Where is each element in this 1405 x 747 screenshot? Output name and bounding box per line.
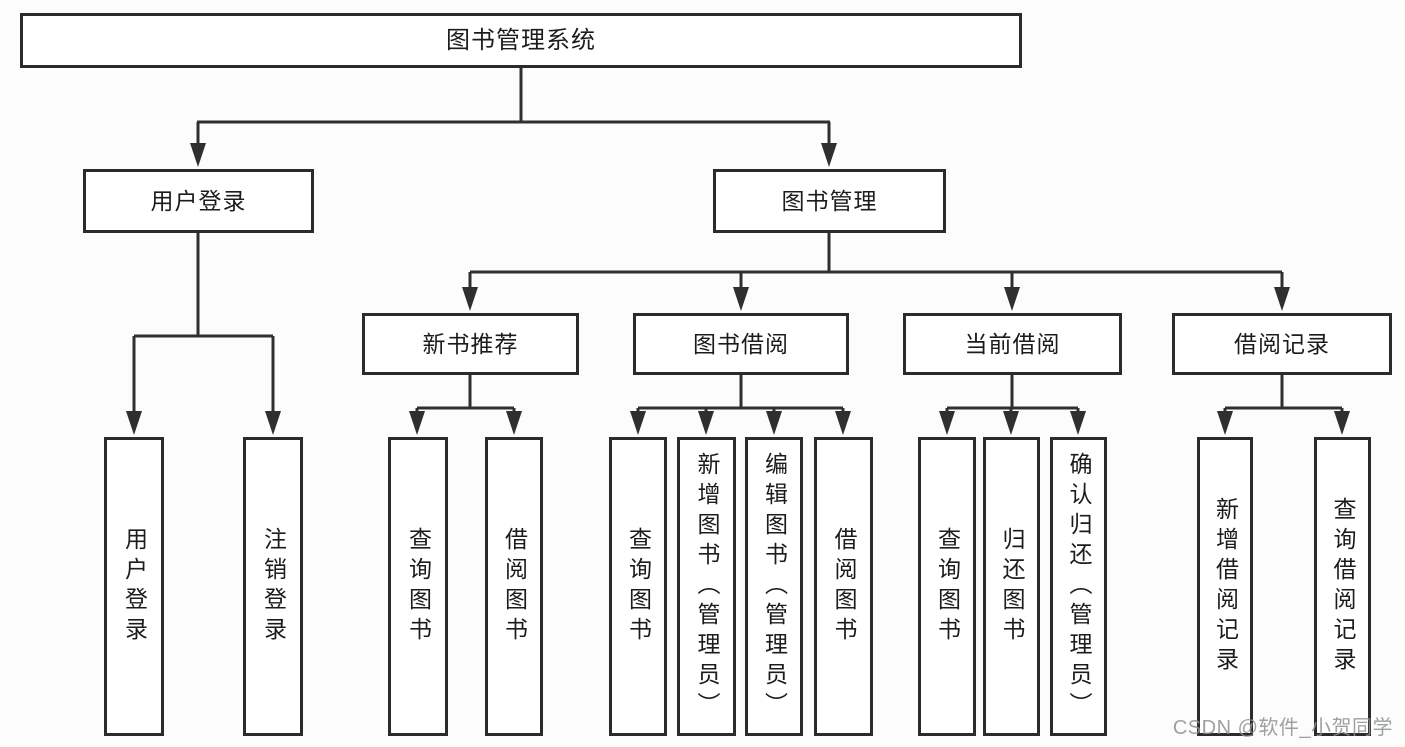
node-current-borrowing: 当前借阅 <box>903 313 1122 375</box>
node-label: 借阅图书 <box>831 526 857 647</box>
node-user-login-leaf: 用户登录 <box>104 437 164 736</box>
node-add-borrow-record: 新增借阅记录 <box>1197 437 1253 736</box>
node-label: 新书推荐 <box>422 330 519 357</box>
node-user-login: 用户登录 <box>83 169 314 233</box>
node-label: 查询借阅记录 <box>1330 496 1356 677</box>
node-label: 查询图书 <box>934 526 961 647</box>
node-query-borrow-record: 查询借阅记录 <box>1314 437 1371 736</box>
node-label: 图书管理系统 <box>446 26 596 54</box>
node-library-management-system: 图书管理系统 <box>20 13 1022 68</box>
node-add-book-admin: 新增图书（管理员） <box>677 437 736 736</box>
csdn-watermark: CSDN @软件_小贺同学 <box>1172 717 1393 739</box>
node-label: 查询图书 <box>405 526 432 647</box>
node-new-book-recommend: 新书推荐 <box>362 313 579 375</box>
node-label: 编辑图书（管理员） <box>761 451 788 722</box>
node-borrowing-records: 借阅记录 <box>1172 313 1392 375</box>
node-borrow-books-under-recommend: 借阅图书 <box>485 437 543 736</box>
node-query-books-under-current: 查询图书 <box>918 437 976 736</box>
node-label: 图书管理 <box>781 187 878 214</box>
node-book-borrowing: 图书借阅 <box>633 313 849 375</box>
node-label: 用户登录 <box>121 526 148 647</box>
node-logout-leaf: 注销登录 <box>243 437 303 736</box>
node-label: 新增借阅记录 <box>1212 496 1239 677</box>
node-query-books-under-recommend: 查询图书 <box>388 437 448 736</box>
node-label: 确认归还（管理员） <box>1066 451 1092 722</box>
node-return-books: 归还图书 <box>983 437 1040 736</box>
node-confirm-return-admin: 确认归还（管理员） <box>1050 437 1107 736</box>
node-label: 借阅记录 <box>1234 330 1330 357</box>
node-edit-book-admin: 编辑图书（管理员） <box>745 437 803 736</box>
node-book-management: 图书管理 <box>713 169 946 233</box>
node-label: 借阅图书 <box>501 526 528 647</box>
node-borrow-books-leaf: 借阅图书 <box>814 437 873 736</box>
node-label: 归还图书 <box>999 526 1025 647</box>
node-label: 查询图书 <box>625 526 652 647</box>
node-label: 当前借阅 <box>964 330 1061 357</box>
node-label: 用户登录 <box>150 187 247 214</box>
node-query-books-under-borrowing: 查询图书 <box>609 437 667 736</box>
node-label: 图书借阅 <box>693 330 789 357</box>
node-label: 注销登录 <box>260 526 287 647</box>
node-label: 新增图书（管理员） <box>694 451 720 722</box>
